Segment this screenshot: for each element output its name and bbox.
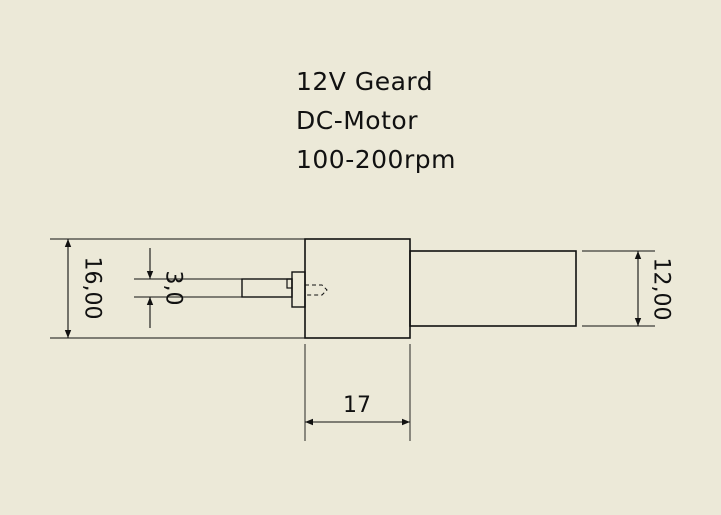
dimension-label-shaft-diameter: 3,0: [161, 271, 186, 306]
title-line-1: 12V Geard: [296, 67, 434, 96]
motor-body: [409, 250, 577, 327]
dimension-label-gearbox-length: 17: [343, 393, 371, 418]
shaft-collar: [291, 271, 306, 308]
title-line-3: 100-200rpm: [296, 145, 456, 174]
gearbox-body: [304, 238, 411, 339]
dimension-label-motor-height: 12,00: [649, 258, 674, 321]
shaft-collar-step: [286, 278, 293, 289]
title-line-2: DC-Motor: [296, 106, 418, 135]
hidden-bore-line: [305, 284, 328, 296]
dimension-label-body-height: 16,00: [80, 257, 105, 320]
output-shaft: [241, 278, 293, 298]
title-block: 12V Geard DC-Motor 100-200rpm: [296, 62, 456, 179]
